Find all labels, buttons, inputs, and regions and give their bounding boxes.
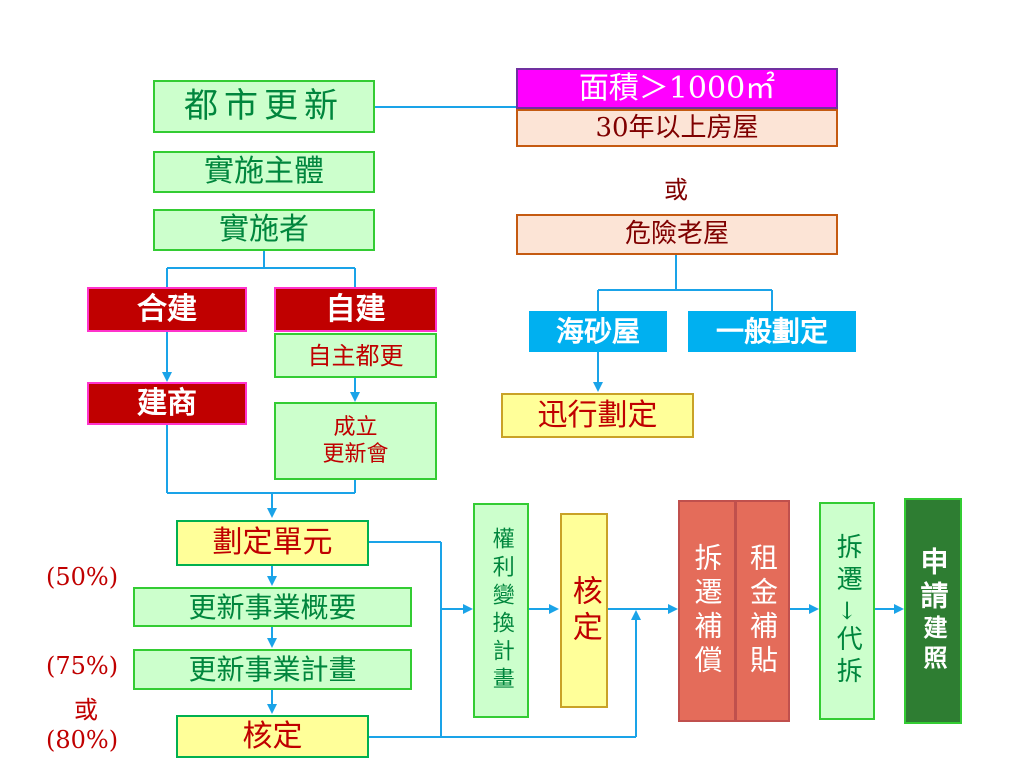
left-approval-label: 核定 (242, 718, 303, 754)
rent-subsidy-label: 租金補貼 (746, 543, 779, 679)
rapid-delimit-box: 迅行劃定 (501, 393, 694, 438)
self-renewal-label: 自主都更 (307, 341, 404, 370)
dangerous-house-box: 危險老屋 (516, 214, 838, 255)
area-condition-label: 面積＞1000㎡ (578, 70, 776, 106)
or-label-left: 或 (74, 696, 98, 724)
delimit-unit-label: 劃定單元 (212, 525, 333, 561)
establish-association-line1: 成立 (333, 414, 378, 440)
delimit-unit-box: 劃定單元 (176, 520, 369, 566)
apply-license-bottom-label: 建照 (919, 615, 948, 675)
implementing-body-label: 實施主體 (204, 154, 324, 190)
implementer-label: 實施者 (219, 212, 309, 248)
percent-50-label: (50%) (46, 563, 119, 591)
dangerous-house-label: 危險老屋 (624, 219, 729, 250)
rent-subsidy-box: 租金補貼 (735, 500, 790, 722)
urban-renewal-box: 都市更新 (153, 80, 375, 133)
or-label-right: 或 (664, 176, 688, 204)
percent-75-label: (75%) (46, 652, 119, 680)
apply-license-top-label: 申請 (916, 547, 950, 615)
demolish-compensation-label: 拆遷補償 (690, 543, 724, 679)
demolish-bottom-label: 代拆 (832, 625, 863, 690)
rights-transform-box: 權利變換計畫 (473, 503, 529, 718)
age-condition-box: 30年以上房屋 (516, 109, 838, 147)
process-approval-label: 核定 (566, 574, 602, 647)
renewal-plan-box: 更新事業計畫 (133, 649, 412, 690)
age-condition-label: 30年以上房屋 (595, 112, 759, 143)
general-delimit-box: 一般劃定 (688, 311, 856, 352)
implementing-body-box: 實施主體 (153, 151, 375, 193)
developer-box: 建商 (87, 382, 247, 425)
percent-80-label: (80%) (46, 726, 119, 754)
establish-association-box: 成立 更新會 (274, 402, 437, 480)
sea-sand-house-box: 海砂屋 (529, 311, 667, 352)
renewal-outline-label: 更新事業概要 (188, 590, 357, 624)
down-arrow-icon: ↓ (836, 596, 858, 625)
establish-association-line2: 更新會 (322, 442, 389, 467)
urban-renewal-label: 都市更新 (184, 86, 344, 127)
developer-label: 建商 (137, 385, 197, 421)
left-approval-box: 核定 (176, 715, 369, 758)
demolish-substitute-box: 拆遷 ↓ 代拆 (819, 502, 875, 720)
joint-build-label: 合建 (137, 291, 197, 327)
renewal-outline-box: 更新事業概要 (133, 587, 412, 627)
self-renewal-box: 自主都更 (274, 333, 437, 378)
demolish-top-label: 拆遷 (832, 532, 863, 597)
self-build-box: 自建 (274, 287, 437, 332)
apply-license-box: 申請 建照 (904, 498, 962, 724)
rapid-delimit-label: 迅行劃定 (537, 397, 658, 433)
implementer-box: 實施者 (153, 209, 375, 251)
sea-sand-house-label: 海砂屋 (555, 315, 640, 348)
process-approval-box: 核定 (560, 513, 608, 708)
renewal-plan-label: 更新事業計畫 (188, 653, 357, 686)
demolish-compensation-box: 拆遷補償 (678, 500, 736, 722)
general-delimit-label: 一般劃定 (715, 315, 828, 348)
area-condition-box: 面積＞1000㎡ (516, 68, 838, 109)
self-build-label: 自建 (325, 291, 386, 327)
joint-build-box: 合建 (87, 287, 247, 332)
rights-transform-label: 權利變換計畫 (488, 526, 514, 695)
